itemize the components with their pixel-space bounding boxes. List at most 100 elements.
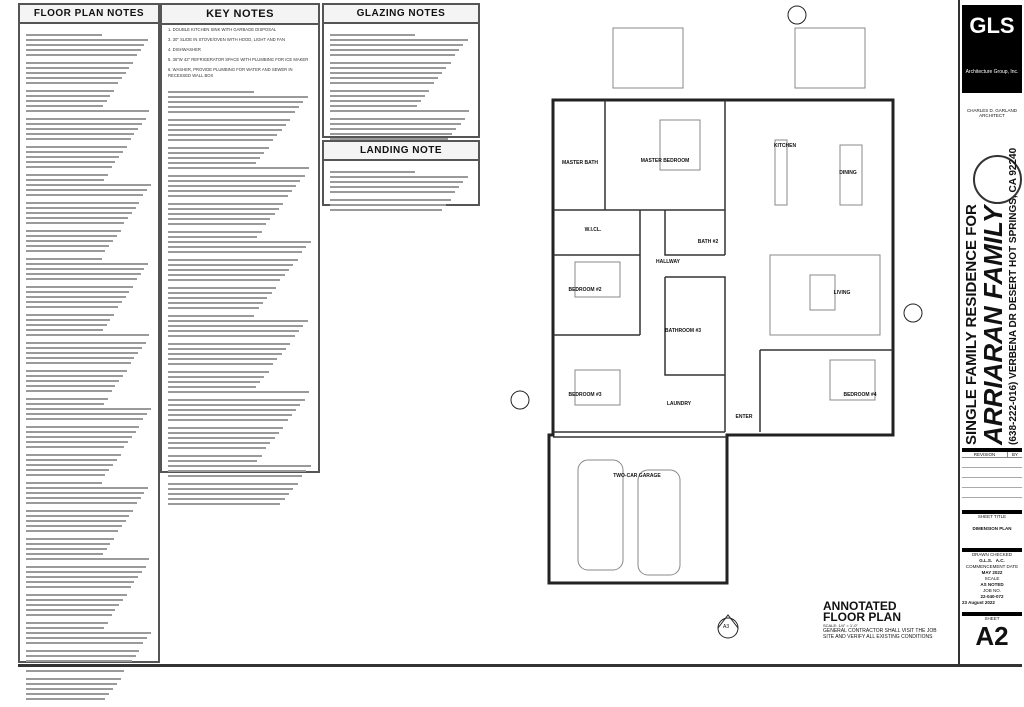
note-text-line <box>26 166 112 168</box>
note-text-line <box>168 208 279 210</box>
plan-title-line1: ANNOTATED <box>823 599 897 613</box>
note-text-line <box>26 189 147 191</box>
note-text-line <box>168 223 266 225</box>
note-text-line <box>26 222 125 224</box>
note-text-line <box>26 105 103 107</box>
note-text-line <box>168 465 311 467</box>
floor-plan-notes-panel: FLOOR PLAN NOTES <box>18 3 160 700</box>
room-bedroom-3: BEDROOM #3 <box>568 392 602 398</box>
note-text-line <box>168 460 258 462</box>
note-text-line <box>330 72 443 74</box>
note-text-line <box>26 474 106 476</box>
note-text-line <box>26 156 120 158</box>
section-marker <box>510 5 923 639</box>
note-text-line <box>168 264 294 266</box>
note-text-line <box>26 161 116 163</box>
project-title-line2: ARRIARAN FAMILY <box>978 205 1008 445</box>
note-text-line <box>26 604 120 606</box>
note-text-line <box>168 330 300 332</box>
note-text-line <box>26 390 112 392</box>
note-text-line <box>330 181 464 183</box>
note-text-line <box>330 209 443 211</box>
note-text-line <box>26 296 126 298</box>
note-text-line <box>168 483 298 485</box>
note-text-line <box>26 614 112 616</box>
note-text-line <box>168 348 287 350</box>
floor-plan-drawing <box>510 5 923 639</box>
key-note: 5. 36"W 42" REFRIGERATOR SPACE WITH PLUM… <box>168 57 309 62</box>
room-bedroom-2: BEDROOM #2 <box>568 287 602 293</box>
note-text-line <box>26 403 105 405</box>
note-text-line <box>330 77 438 79</box>
section-marker-label: A3 <box>723 624 730 630</box>
note-text-line <box>168 381 261 383</box>
room-bedroom-4: BEDROOM #4 <box>843 392 877 398</box>
note-text-line <box>26 548 107 550</box>
note-text-line <box>330 176 468 178</box>
note-text-line <box>26 693 110 695</box>
note-text-line <box>26 151 124 153</box>
note-text-line <box>26 123 142 125</box>
plan-note: SITE AND VERIFY ALL EXISTING CONDITIONS <box>823 634 933 640</box>
key-notes-body <box>162 81 318 512</box>
note-text-line <box>26 688 113 690</box>
key-note: 1. DOUBLE KITCHEN SINK WITH GARBAGE DISP… <box>168 27 277 32</box>
note-text-line <box>330 34 416 36</box>
note-text-line <box>26 558 150 560</box>
note-text-line <box>168 292 272 294</box>
note-text-line <box>26 245 110 247</box>
note-text-line <box>168 180 301 182</box>
note-text-line <box>330 95 426 97</box>
note-text-line <box>26 286 134 288</box>
note-text-line <box>168 139 274 141</box>
firm-logo: GLS Architecture Group, Inc. <box>962 5 1022 93</box>
note-text-line <box>330 128 457 130</box>
note-text-line <box>26 202 140 204</box>
note-text-line <box>168 470 307 472</box>
note-text-line <box>26 184 151 186</box>
note-text-line <box>26 586 131 588</box>
note-text-line <box>168 325 304 327</box>
bottom-border <box>18 664 1022 667</box>
note-text-line <box>26 230 121 232</box>
note-text-line <box>26 627 105 629</box>
sheet-number: A2 <box>975 621 1009 651</box>
project-address: (638-222-016) VERBENA DR DESERT HOT SPRI… <box>1008 147 1019 445</box>
note-text-line <box>26 207 136 209</box>
note-text-line <box>168 213 275 215</box>
note-text-line <box>26 54 137 56</box>
note-text-line <box>168 315 255 317</box>
note-text-line <box>330 186 460 188</box>
note-text-line <box>26 497 141 499</box>
interior-walls <box>553 100 893 438</box>
note-text-line <box>26 502 137 504</box>
note-text-line <box>330 171 416 173</box>
note-text-line <box>26 543 111 545</box>
note-text-line <box>26 650 140 652</box>
note-text-line <box>26 306 118 308</box>
note-text-line <box>26 39 149 41</box>
note-text-line <box>26 278 137 280</box>
floor-plan-notes-body <box>20 24 158 707</box>
note-text-line <box>26 67 130 69</box>
note-text-line <box>330 90 430 92</box>
note-text-line <box>26 698 106 700</box>
note-text-line <box>26 418 144 420</box>
note-text-line <box>168 91 255 93</box>
note-text-line <box>26 441 129 443</box>
note-text-line <box>168 96 308 98</box>
note-text-line <box>168 297 268 299</box>
note-text-line <box>26 571 142 573</box>
note-text-line <box>26 594 127 596</box>
key-note: 4. DISHWASHER <box>168 47 201 52</box>
glazing-notes-title: GLAZING NOTES <box>324 5 478 24</box>
note-text-line <box>26 77 122 79</box>
note-text-line <box>26 194 144 196</box>
note-text-line <box>330 39 468 41</box>
note-text-line <box>26 487 149 489</box>
floor-plan-notes-title: FLOOR PLAN NOTES <box>20 5 158 24</box>
note-text-line <box>168 251 302 253</box>
note-text-line <box>26 375 124 377</box>
note-text-line <box>168 343 291 345</box>
